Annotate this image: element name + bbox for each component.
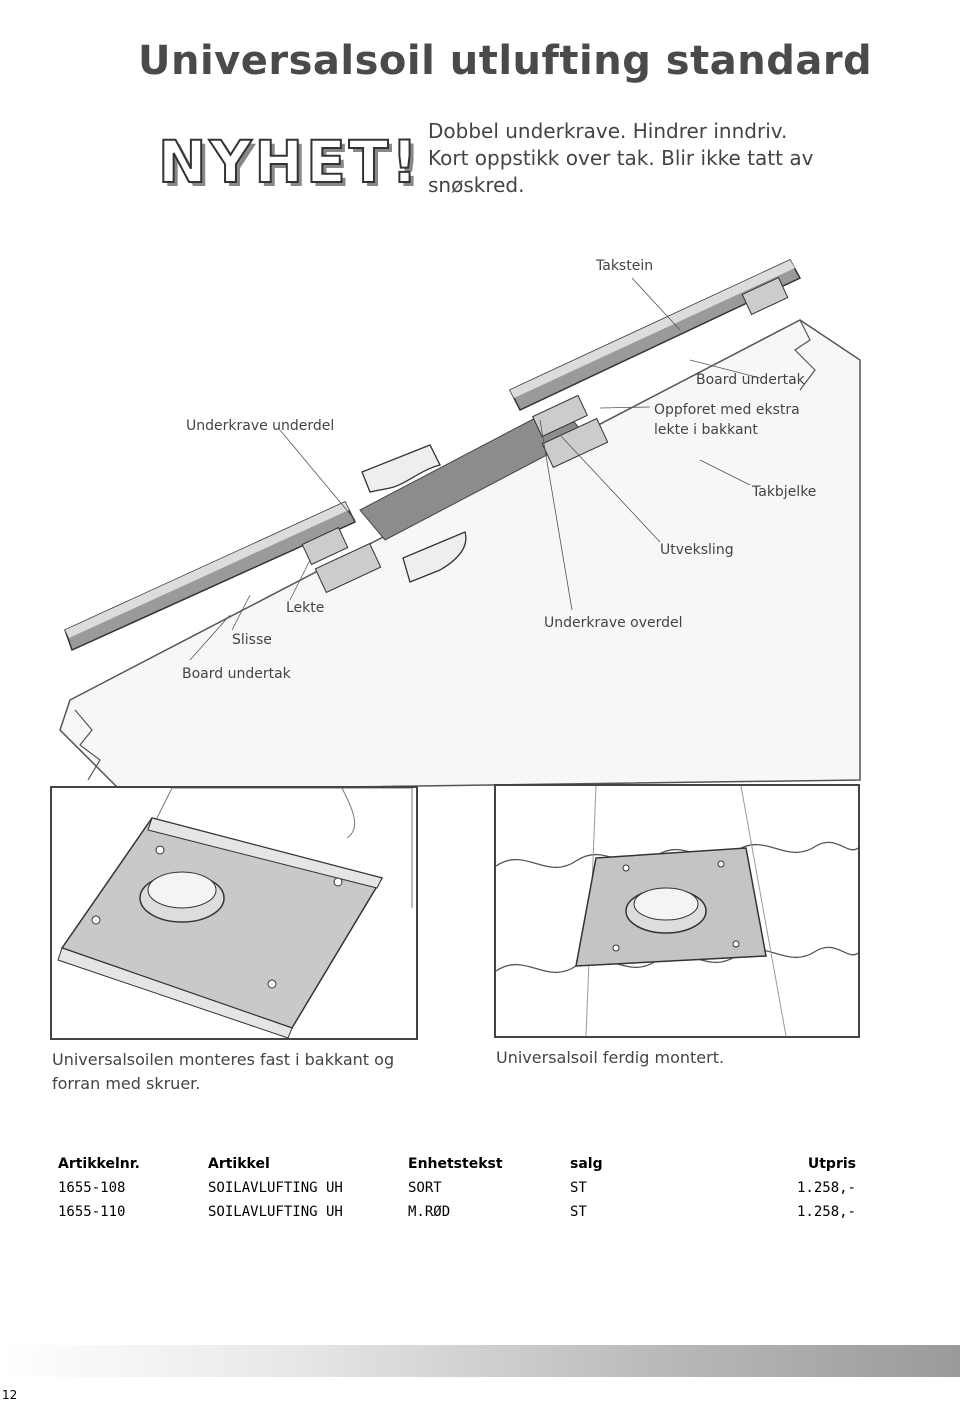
cell-sales-unit: ST	[570, 1204, 587, 1220]
batten	[301, 526, 349, 566]
caption-right: Universalsoil ferdig montert.	[496, 1048, 725, 1067]
cell-article: SOILAVLUFTING UH	[208, 1204, 343, 1220]
flashing-lower	[402, 531, 467, 583]
vent-plate-illustration	[57, 787, 413, 1039]
label-takstein: Takstein	[595, 258, 653, 274]
caption-left-line: Universalsoilen monteres fast i bakkant …	[52, 1050, 395, 1069]
label-board-undertak-bottom: Board undertak	[182, 666, 292, 682]
batten	[532, 394, 588, 438]
header-article-number: Artikkelnr.	[58, 1156, 140, 1172]
label-underkrave-underdel: Underkrave underdel	[186, 418, 334, 434]
header-unit-text: Enhetstekst	[408, 1156, 503, 1172]
news-badge: NYHET!	[157, 127, 421, 197]
leader-lines	[189, 277, 761, 661]
intro-line: snøskred.	[428, 173, 525, 197]
installation-panel-left	[50, 786, 418, 1040]
cell-sales-unit: ST	[570, 1180, 587, 1196]
caption-left: Universalsoilen monteres fast i bakkant …	[52, 1048, 394, 1096]
label-lekte: Lekte	[286, 600, 324, 616]
break-line	[74, 709, 101, 781]
intro-text: Dobbel underkrave. Hindrer inndriv. Kort…	[428, 118, 848, 199]
header-price: Utpris	[807, 1156, 856, 1172]
break-line	[794, 319, 816, 391]
label-utveksling: Utveksling	[660, 542, 734, 558]
cell-unit-text: M.RØD	[408, 1204, 451, 1220]
intro-line: Dobbel underkrave. Hindrer inndriv.	[428, 119, 788, 143]
intro-line: Kort oppstikk over tak. Blir ikke tatt a…	[428, 146, 814, 170]
table-row: 1655-110 SOILAVLUFTING UH M.RØD ST 1.258…	[58, 1200, 856, 1224]
roof-board	[59, 319, 861, 790]
label-board-undertak: Board undertak	[696, 372, 806, 388]
label-takbjelke: Takbjelke	[751, 484, 816, 500]
label-oppforet: Oppforet med ekstra	[654, 402, 800, 418]
flashing-upper	[361, 444, 441, 493]
batten	[314, 542, 382, 594]
upper-tile-highlight	[510, 260, 795, 398]
label-underkrave-overdel: Underkrave overdel	[544, 615, 683, 631]
header-sales-unit: salg	[570, 1156, 603, 1172]
label-slisse: Slisse	[232, 632, 272, 648]
installation-panel-right	[494, 784, 860, 1038]
roof-section-diagram: Takstein Board undertak Oppforet med eks…	[59, 258, 861, 790]
cell-article-number: 1655-110	[58, 1204, 126, 1220]
cell-price: 1.258,-	[796, 1204, 856, 1220]
lower-tile-highlight	[65, 502, 349, 638]
table-row: 1655-108 SOILAVLUFTING UH SORT ST 1.258,…	[58, 1176, 856, 1200]
batten	[541, 417, 609, 469]
cell-article-number: 1655-108	[58, 1180, 126, 1196]
label-oppforet-line2: lekte i bakkant	[654, 422, 758, 438]
cell-article: SOILAVLUFTING UH	[208, 1180, 343, 1196]
page-title: Universalsoil utlufting standard	[138, 38, 873, 84]
batten	[741, 276, 789, 316]
header-article: Artikkel	[208, 1156, 270, 1172]
installed-vent-illustration	[495, 785, 859, 1037]
page-number: 12	[2, 1388, 18, 1402]
product-table: Artikkelnr. Artikkel Enhetstekst salg Ut…	[58, 1152, 856, 1224]
caption-left-line: forran med skruer.	[52, 1074, 201, 1093]
cell-unit-text: SORT	[408, 1180, 442, 1196]
cell-price: 1.258,-	[796, 1180, 856, 1196]
footer-gradient-bar	[0, 1345, 960, 1377]
table-header-row: Artikkelnr. Artikkel Enhetstekst salg Ut…	[58, 1152, 856, 1176]
